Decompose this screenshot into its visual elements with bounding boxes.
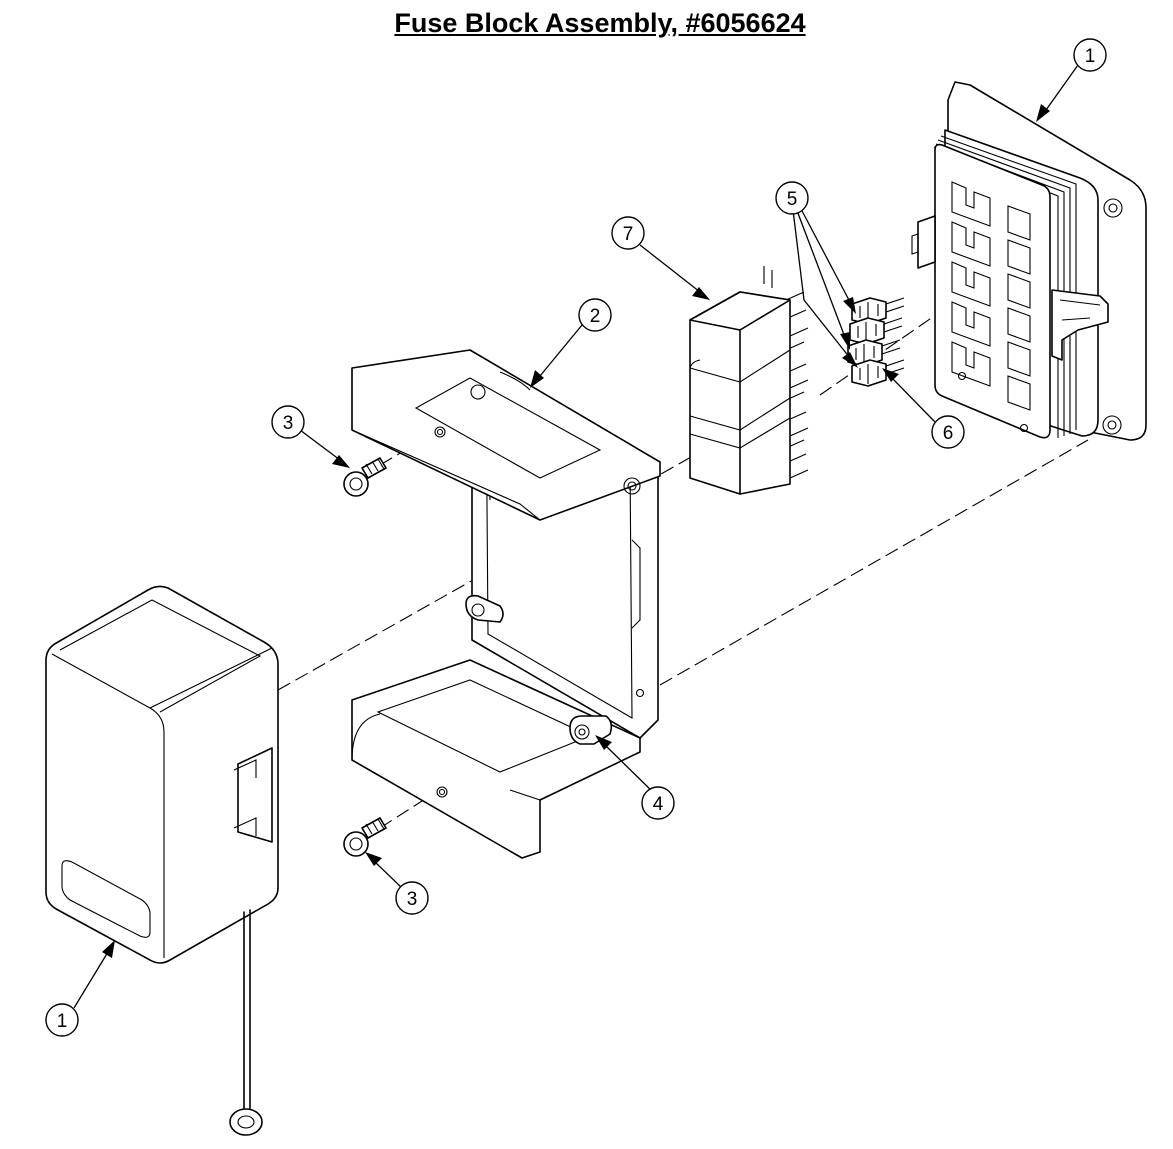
mini-fuses	[847, 297, 905, 387]
svg-text:7: 7	[623, 224, 634, 245]
callout-6: 6	[931, 415, 965, 449]
callout-3-top: 3	[271, 405, 305, 439]
callout-7: 7	[611, 216, 645, 250]
relays	[689, 266, 809, 495]
svg-text:3: 3	[407, 889, 418, 910]
diagram-title: Fuse Block Assembly, #6056624	[394, 8, 806, 38]
svg-text:1: 1	[57, 1011, 68, 1032]
svg-text:1: 1	[1085, 46, 1096, 67]
svg-text:3: 3	[283, 413, 294, 434]
fuse-block	[911, 81, 1147, 441]
callout-1-top: 1	[1073, 38, 1107, 72]
callout-1-bottom: 1	[45, 1003, 79, 1037]
fuse-block-cover	[45, 585, 279, 1136]
svg-text:6: 6	[943, 423, 954, 444]
svg-text:4: 4	[653, 794, 664, 815]
callout-4: 4	[641, 786, 675, 820]
svg-text:2: 2	[590, 306, 601, 327]
callout-5: 5	[775, 181, 809, 215]
mounting-bracket	[351, 349, 661, 859]
callout-2: 2	[578, 298, 612, 332]
leader-lines	[73, 64, 1079, 1009]
callout-3-bottom: 3	[395, 881, 429, 915]
svg-text:5: 5	[787, 189, 798, 210]
screw-bottom	[343, 817, 387, 857]
screw-top	[343, 457, 387, 497]
